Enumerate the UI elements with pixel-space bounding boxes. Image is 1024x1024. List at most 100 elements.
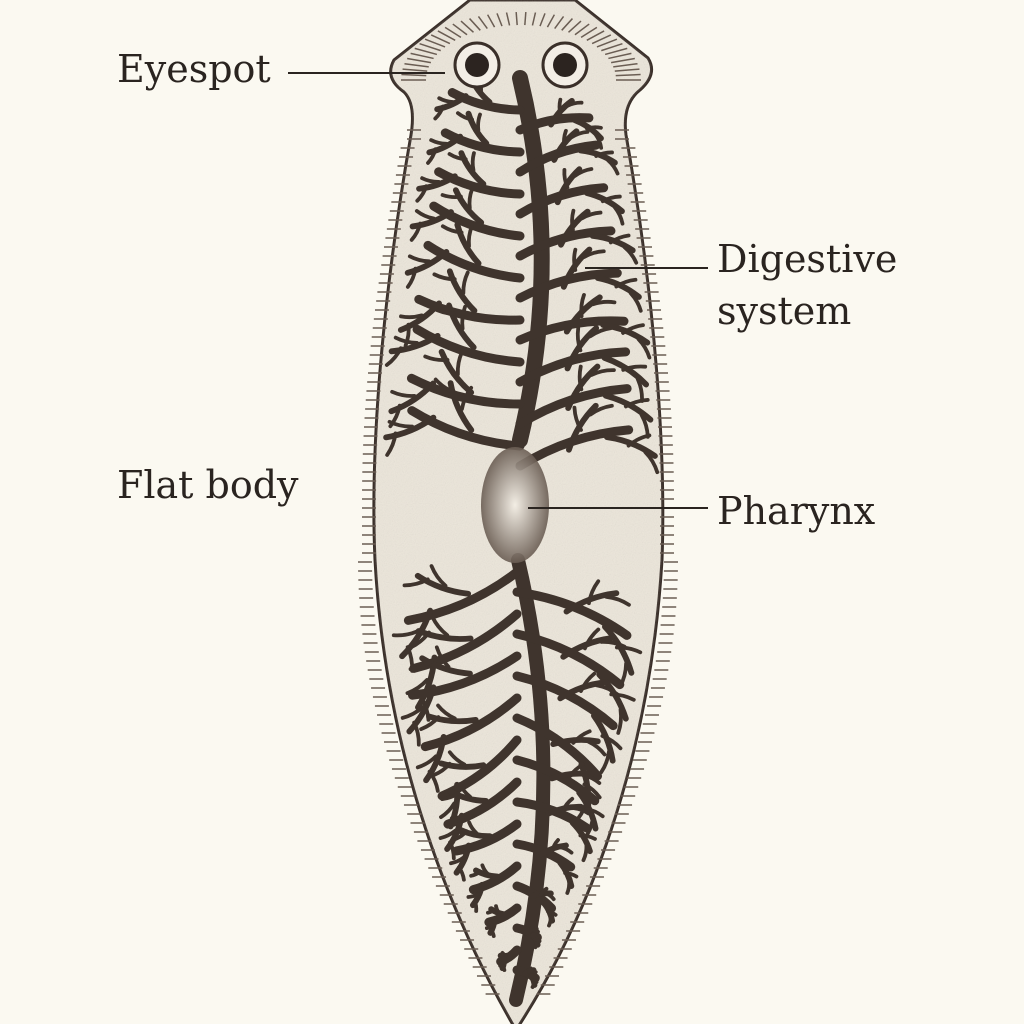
gut-branch: [408, 659, 434, 672]
gut-branch: [575, 326, 583, 353]
gut-branch: [460, 304, 467, 331]
gut-branch: [606, 158, 620, 176]
body-margin-hatching: [358, 11, 678, 995]
head-hatch-stroke: [407, 57, 432, 64]
gut-branch: [385, 431, 398, 457]
gut-branch: [484, 923, 495, 931]
gut-branch: [582, 627, 601, 651]
gut-branch: [604, 594, 631, 607]
head-hatch-stroke: [477, 15, 488, 30]
gut-branch: [567, 762, 585, 779]
gut-branch: [545, 892, 556, 902]
gut-branch: [446, 302, 477, 351]
gut-branch: [433, 104, 445, 121]
head-hatch-stroke: [505, 12, 511, 26]
gut-branch: [628, 291, 643, 313]
gut-branch: [419, 655, 473, 677]
gut-branch: [432, 761, 452, 777]
gut-branch: [426, 147, 438, 165]
gut-branch: [423, 240, 525, 283]
gut-branch: [529, 968, 538, 975]
gut-branch: [399, 313, 424, 320]
gut-branch: [404, 248, 450, 276]
gut-branch: [393, 335, 419, 345]
gut-branch: [572, 247, 578, 272]
head-hatch-stroke: [419, 42, 441, 52]
gut-branch: [485, 908, 496, 915]
gut-branch: [433, 377, 457, 395]
gut-branch: [494, 904, 501, 914]
gut-branch: [584, 806, 605, 819]
head-hatch-stroke: [561, 18, 573, 31]
gut-branch: [472, 899, 479, 913]
gut-branch: [452, 819, 522, 856]
head-hatch-stroke: [580, 26, 598, 39]
head-hatch-stroke: [554, 15, 565, 30]
gut-branch: [643, 450, 660, 475]
gut-branch: [453, 842, 472, 876]
gut-branch: [416, 173, 458, 192]
gut-branch: [438, 828, 458, 840]
head-hatch-stroke: [469, 18, 481, 31]
gut-branch: [531, 978, 539, 985]
head-hatch-stroke: [486, 14, 496, 28]
gut-branch: [440, 791, 460, 802]
gut-branch: [570, 129, 590, 139]
gut-branch: [623, 398, 650, 409]
gut-branch: [594, 150, 614, 158]
gut-branch: [403, 322, 411, 348]
gut-branch: [557, 97, 563, 116]
gut-branch: [599, 640, 627, 649]
flat-body-label: Flat body: [117, 463, 299, 507]
gut-branch: [589, 368, 616, 377]
gut-branch: [546, 909, 558, 917]
gut-branch: [468, 861, 522, 895]
gut-branch: [466, 224, 474, 248]
gut-branch: [476, 112, 482, 132]
gut-branch: [616, 707, 623, 735]
gut-branch: [390, 389, 417, 398]
gut-branch: [613, 205, 625, 226]
gut-branch: [622, 245, 639, 265]
head-hatch-stroke: [546, 14, 556, 28]
head-hatch-stroke: [614, 68, 640, 72]
gut-branch: [530, 981, 536, 989]
gut-branch: [423, 733, 447, 784]
gut-branch: [447, 88, 525, 115]
gut-branch: [440, 128, 525, 157]
gut-branch: [579, 671, 597, 693]
gut-branch: [588, 326, 614, 339]
gut-branch: [595, 683, 620, 697]
gut-branch: [414, 572, 472, 597]
digestive-system-label-line2: system: [717, 289, 852, 333]
gut-branch: [457, 827, 493, 840]
pharynx-label: Pharynx: [717, 489, 876, 533]
head-hatch-stroke: [531, 12, 537, 26]
gut-branch: [415, 184, 429, 203]
gut-branch: [430, 306, 456, 316]
gut-branch: [582, 249, 606, 259]
gut-branch: [409, 209, 454, 230]
gut-branch: [581, 843, 589, 863]
gut-branch: [447, 788, 489, 804]
head-hatch-stroke: [524, 11, 527, 26]
gut-branch: [563, 871, 579, 879]
gut-branch: [447, 152, 468, 162]
gut-branch: [466, 892, 480, 899]
gut-branch: [436, 703, 457, 721]
gut-branch: [591, 299, 617, 307]
gut-branch: [457, 865, 466, 882]
gut-branch: [443, 777, 522, 829]
eyespot-left: [453, 41, 501, 89]
head-hatch-stroke: [404, 62, 429, 68]
head-hatch-stroke: [410, 52, 434, 60]
gut-branch: [409, 221, 423, 242]
head-hatch-stroke: [444, 26, 462, 39]
gut-branch: [397, 300, 442, 333]
head-hatch-stroke: [574, 23, 590, 36]
gut-branch: [429, 564, 448, 588]
head-hatch-stroke: [596, 38, 618, 48]
head-hatch-stroke: [586, 30, 605, 41]
gut-branch: [465, 110, 490, 147]
